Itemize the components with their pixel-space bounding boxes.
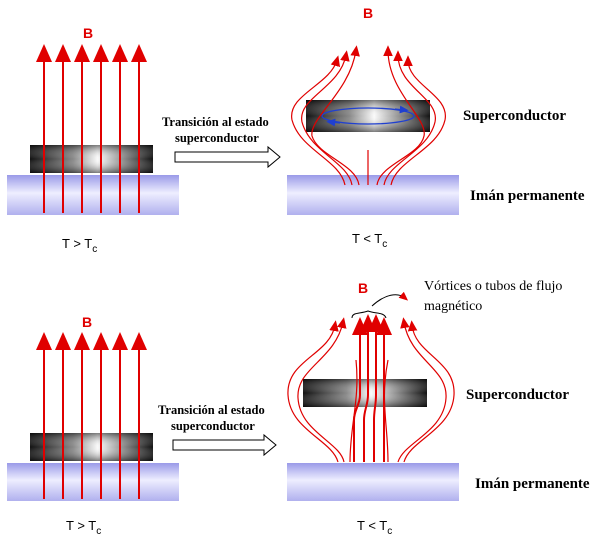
temperature-label: T > Tc bbox=[66, 518, 101, 537]
superconductor-label: Superconductor bbox=[466, 387, 569, 403]
panel-bottom-left: B T > Tc bbox=[7, 314, 179, 537]
field-lines bbox=[36, 332, 147, 499]
supercurrent-loop bbox=[321, 105, 415, 127]
transition-label-line1: Transición al estado bbox=[158, 403, 265, 417]
magnet-label: Imán permanente bbox=[470, 188, 585, 204]
field-label: B bbox=[363, 5, 373, 21]
panel-top-right: B Superconductor Imán permanente T < Tc bbox=[287, 5, 585, 250]
vortex-note-line1: Vórtices o tubos de flujo bbox=[424, 279, 562, 294]
transition-label-line2: superconductor bbox=[171, 419, 255, 433]
magnet-label: Imán permanente bbox=[475, 476, 590, 492]
field-label: B bbox=[82, 314, 92, 330]
permanent-magnet bbox=[7, 463, 179, 501]
permanent-magnet bbox=[7, 175, 179, 215]
transition-label-line2: superconductor bbox=[175, 131, 259, 145]
panel-bottom-right: B Vórtices o tubos de flujo magnético Su… bbox=[287, 279, 590, 537]
vortex-note-line2: magnético bbox=[424, 299, 482, 314]
transition-arrow-top: Transición al estado superconductor bbox=[162, 115, 281, 169]
transition-label-line1: Transición al estado bbox=[162, 115, 269, 129]
field-label: B bbox=[358, 280, 368, 296]
panel-top-left: B T > Tc bbox=[7, 25, 179, 255]
field-lines bbox=[36, 44, 147, 213]
field-lines bbox=[287, 314, 455, 463]
temperature-label: T < Tc bbox=[352, 231, 387, 250]
permanent-magnet bbox=[287, 175, 459, 215]
temperature-label: T < Tc bbox=[357, 518, 392, 537]
transition-arrow-bottom: Transición al estado superconductor bbox=[158, 403, 277, 457]
field-label: B bbox=[83, 25, 93, 41]
superconductor-label: Superconductor bbox=[463, 108, 566, 124]
field-lines bbox=[291, 45, 446, 186]
permanent-magnet bbox=[287, 463, 459, 501]
temperature-label: T > Tc bbox=[62, 236, 97, 255]
